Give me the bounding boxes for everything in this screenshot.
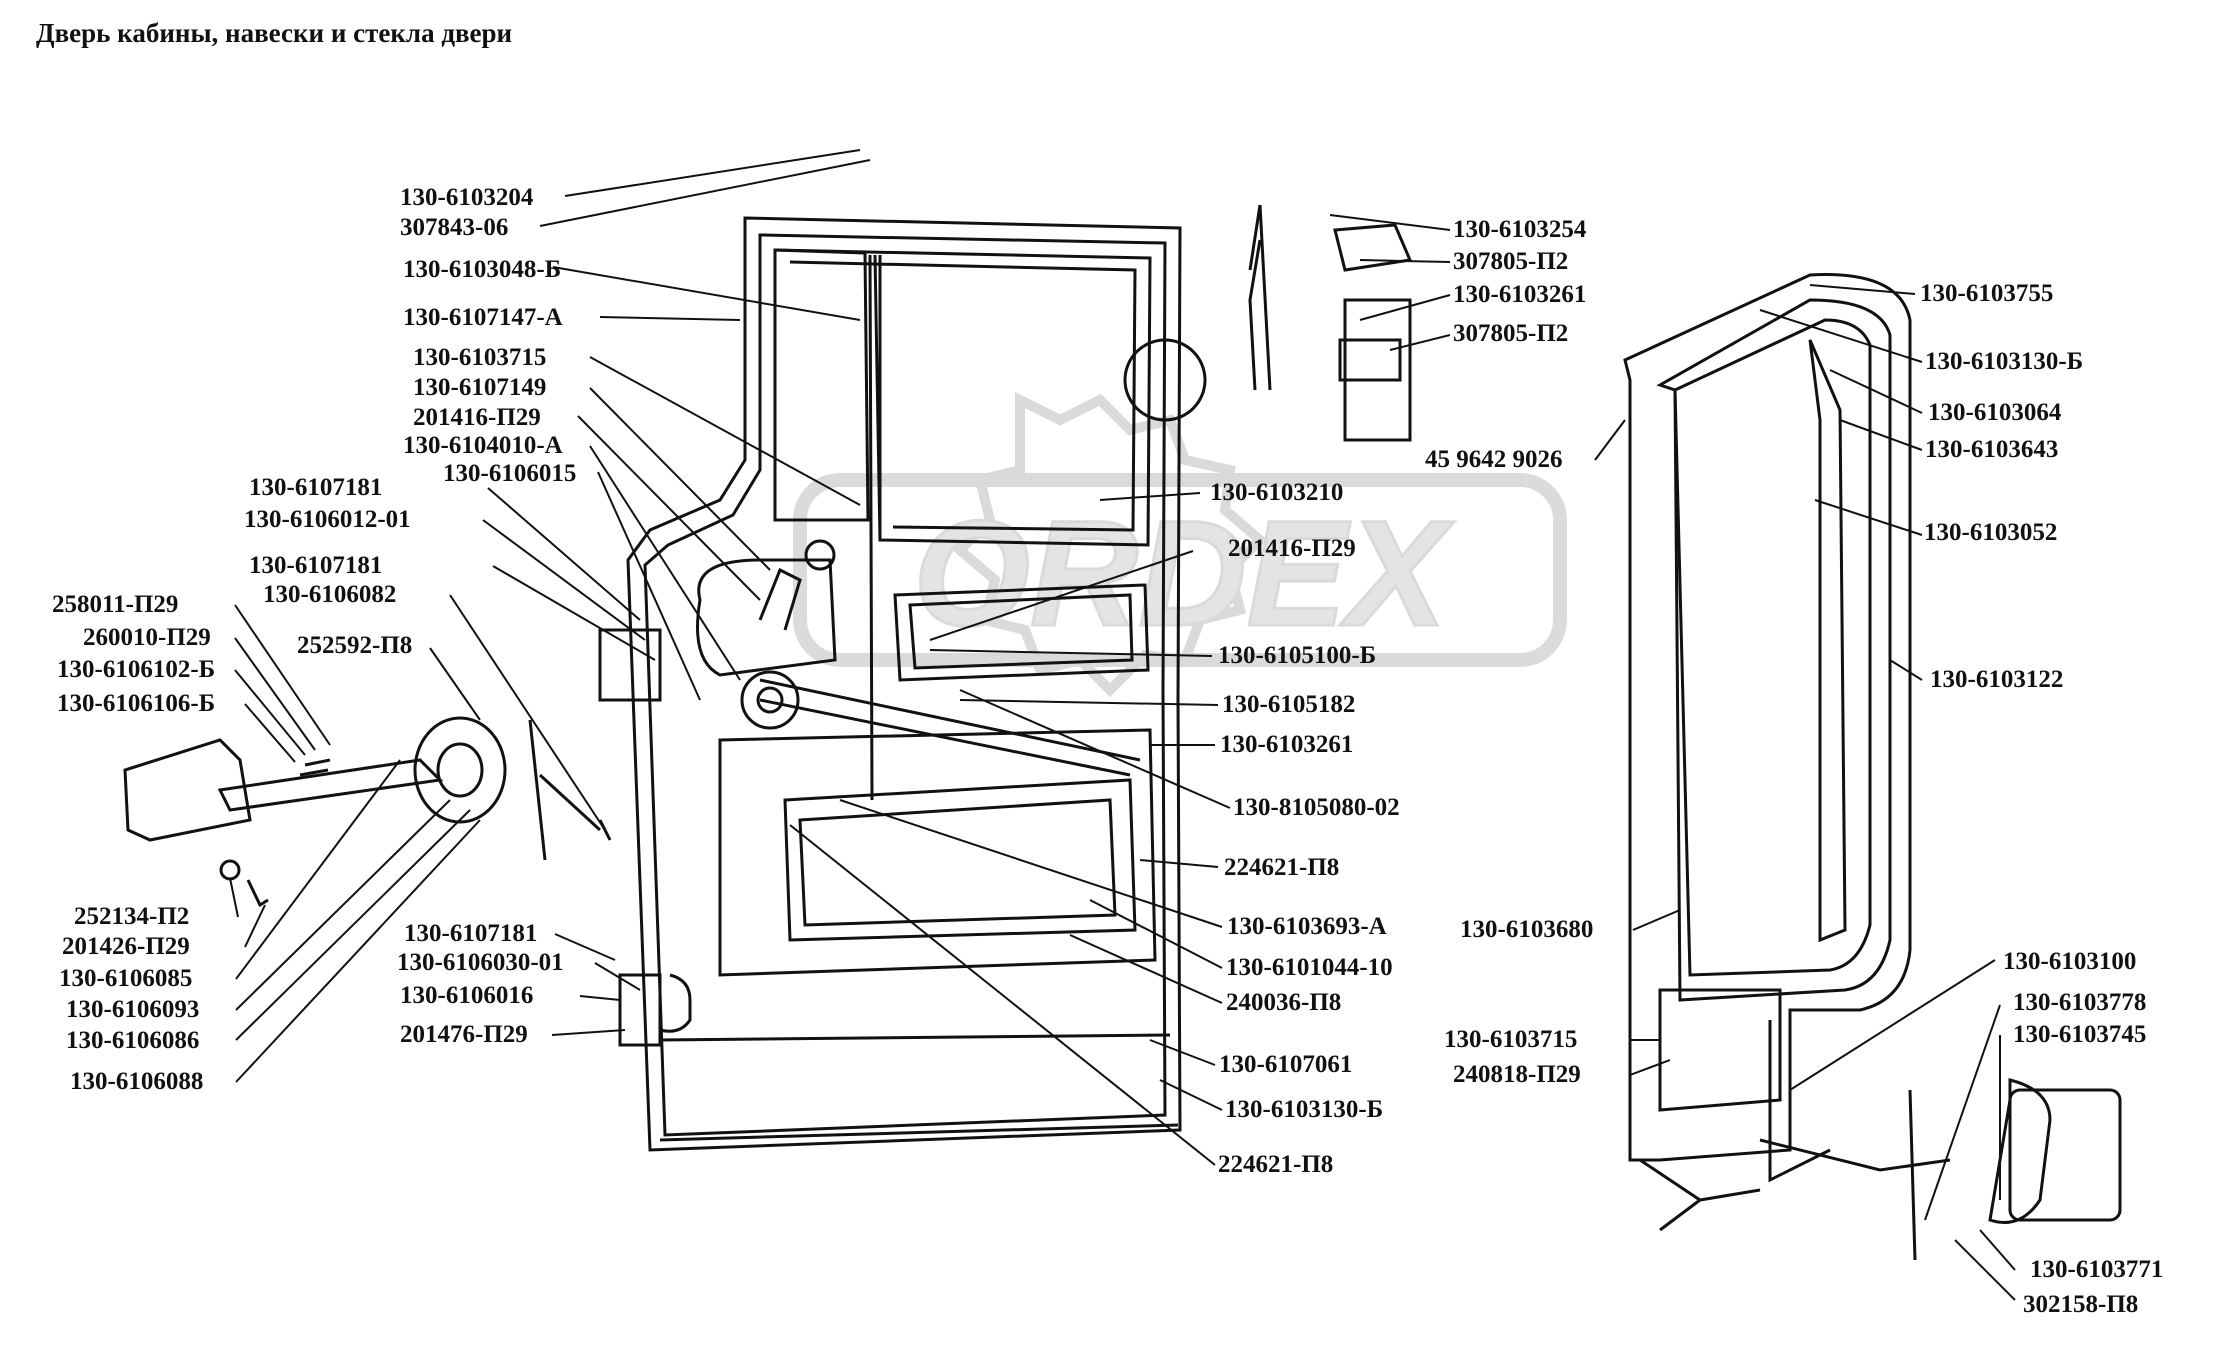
part-label: 130-6103755 xyxy=(1920,280,2054,307)
part-label: 307805-П2 xyxy=(1453,248,1569,275)
part-label: 130-6106030-01 xyxy=(397,949,564,976)
watermark-text: ORDEX xyxy=(913,489,1454,657)
part-label: 130-6105100-Б xyxy=(1218,642,1377,669)
part-label: 130-6103130-Б xyxy=(1225,1096,1384,1123)
leader-lines xyxy=(229,149,2016,1301)
part-label: 130-6103778 xyxy=(2013,989,2147,1016)
diagram-title: Дверь кабины, навески и стекла двери xyxy=(36,18,513,48)
part-label: 307843-06 xyxy=(400,214,509,241)
part-label: 130-6103261 xyxy=(1220,731,1354,758)
part-label: 130-6103204 xyxy=(400,184,534,211)
part-label: 130-6106106-Б xyxy=(57,690,216,717)
part-label: 130-6107149 xyxy=(413,374,547,401)
part-label: 252134-П2 xyxy=(74,903,190,930)
part-label: 240036-П8 xyxy=(1226,989,1342,1016)
part-label: 130-6101044-10 xyxy=(1226,954,1393,981)
part-label: 130-6106086 xyxy=(66,1027,200,1054)
part-label: 130-6107061 xyxy=(1219,1051,1353,1078)
part-label: 130-6103771 xyxy=(2030,1256,2164,1283)
part-label: 252592-П8 xyxy=(297,632,413,659)
part-label: 260010-П29 xyxy=(83,624,211,651)
part-label: 130-6103100 xyxy=(2003,948,2137,975)
door-panel xyxy=(598,216,1207,1152)
part-label: 130-6106012-01 xyxy=(244,506,411,533)
part-label: 130-6103715 xyxy=(413,344,547,371)
part-label: 130-6103693-А xyxy=(1227,913,1387,940)
part-label: 130-6103680 xyxy=(1460,916,1594,943)
part-label: 130-8105080-02 xyxy=(1233,794,1400,821)
part-label: 130-6107181 xyxy=(249,552,383,579)
part-label: 130-6104010-А xyxy=(403,432,563,459)
part-label: 130-6106085 xyxy=(59,965,193,992)
watermark-logo: ORDEX xyxy=(793,391,1567,698)
part-label: 130-6106102-Б xyxy=(57,656,216,683)
part-label: 130-6106082 xyxy=(263,581,397,608)
part-label: 201476-П29 xyxy=(400,1021,528,1048)
part-label: 258011-П29 xyxy=(52,591,179,618)
part-label: 307805-П2 xyxy=(1453,320,1569,347)
part-label: 130-6105182 xyxy=(1222,691,1356,718)
part-label: 130-6107181 xyxy=(404,920,538,947)
part-label: 130-6103122 xyxy=(1930,666,2064,693)
part-label: 130-6107181 xyxy=(249,474,383,501)
part-label: 224621-П8 xyxy=(1218,1151,1334,1178)
part-label: 130-6106016 xyxy=(400,982,534,1009)
part-label: 130-6107147-А xyxy=(403,304,563,331)
part-label: 45 9642 9026 xyxy=(1425,446,1563,473)
part-label: 302158-П8 xyxy=(2023,1291,2139,1318)
part-label: 130-6106088 xyxy=(70,1068,204,1095)
part-label: 130-6103048-Б xyxy=(403,256,562,283)
part-label: 201416-П29 xyxy=(1228,535,1356,562)
part-label: 130-6103715 xyxy=(1444,1026,1578,1053)
part-label: 130-6103130-Б xyxy=(1925,348,2084,375)
part-label: 130-6103052 xyxy=(1924,519,2058,546)
part-label: 130-6103210 xyxy=(1210,479,1344,506)
part-label: 130-6103643 xyxy=(1925,436,2059,463)
part-label: 130-6103745 xyxy=(2013,1021,2147,1048)
part-label: 201416-П29 xyxy=(413,404,541,431)
part-label: 130-6106093 xyxy=(66,996,200,1023)
part-label: 130-6103261 xyxy=(1453,281,1587,308)
glass-frame xyxy=(1623,273,2122,1261)
part-label: 240818-П29 xyxy=(1453,1061,1581,1088)
part-label: 224621-П8 xyxy=(1224,854,1340,881)
part-label: 201426-П29 xyxy=(62,933,190,960)
part-label: 130-6106015 xyxy=(443,460,577,487)
door-check-parts xyxy=(123,716,612,908)
seal-detail xyxy=(1248,204,1413,442)
part-label: 130-6103254 xyxy=(1453,216,1587,243)
part-label: 130-6103064 xyxy=(1928,399,2062,426)
